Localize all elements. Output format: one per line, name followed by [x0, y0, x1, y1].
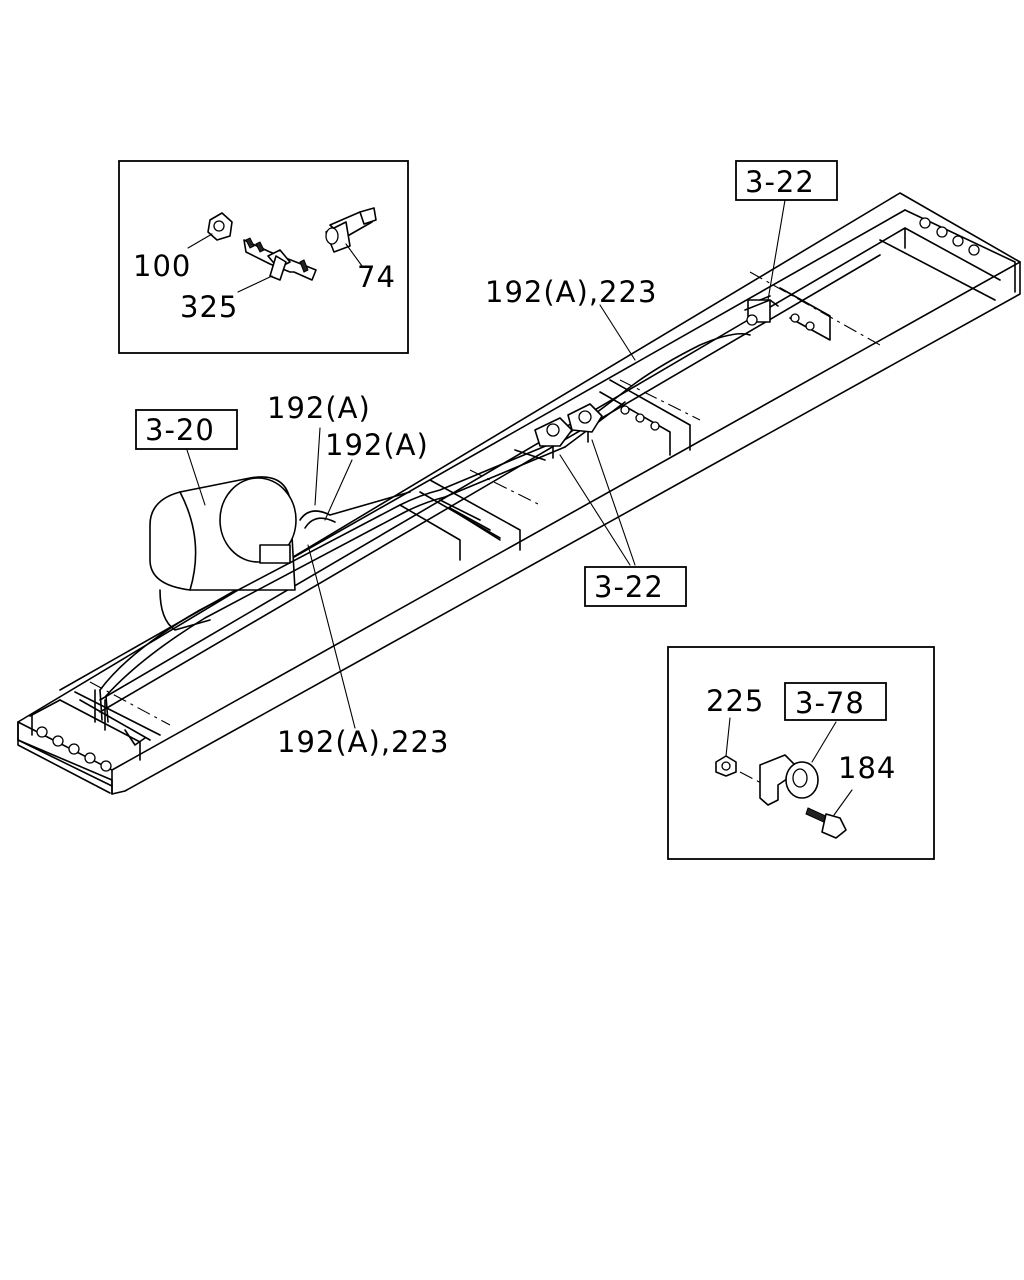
middle-fittings	[534, 403, 603, 459]
label-tee-325: 325	[180, 290, 238, 324]
clip-bushing-icon	[759, 754, 819, 806]
fuel-tank	[149, 476, 297, 631]
label-pipe-lower: 192(A),223	[277, 725, 449, 759]
label-ref-3-20: 3-20	[145, 413, 215, 447]
bolt-icon	[805, 807, 847, 839]
ref-box-3-22-middle	[584, 566, 687, 607]
ref-box-3-20	[135, 409, 238, 450]
nut-icon	[207, 212, 233, 241]
label-bolt-184: 184	[838, 751, 896, 785]
leader-lines	[186, 199, 786, 729]
detail-inset-top: 100 325 74	[118, 160, 409, 354]
label-ref-3-22-middle: 3-22	[594, 570, 664, 604]
spacer-icon	[325, 207, 377, 253]
label-spacer-74: 74	[357, 260, 396, 294]
detail-inset-bottom: 225 3-78 184	[667, 646, 935, 860]
label-pipe-a2: 192(A)	[325, 428, 429, 462]
fuel-pipes	[99, 332, 751, 723]
label-ref-3-78: 3-78	[795, 686, 865, 720]
label-ref-3-22-top: 3-22	[745, 165, 815, 199]
tee-fitting-icon	[243, 237, 317, 281]
ref-box-3-78	[784, 682, 887, 721]
label-pipe-a1: 192(A)	[267, 391, 371, 425]
front-fitting	[744, 299, 779, 326]
label-pipe-upper: 192(A),223	[485, 275, 657, 309]
label-nut-100: 100	[133, 249, 191, 283]
callout-labels: 3-22 192(A),223 192(A) 192(A) 3-20 3-22 …	[135, 160, 838, 759]
nut-icon	[715, 755, 737, 777]
label-nut-225: 225	[706, 684, 764, 718]
ref-box-3-22-top	[735, 160, 838, 201]
